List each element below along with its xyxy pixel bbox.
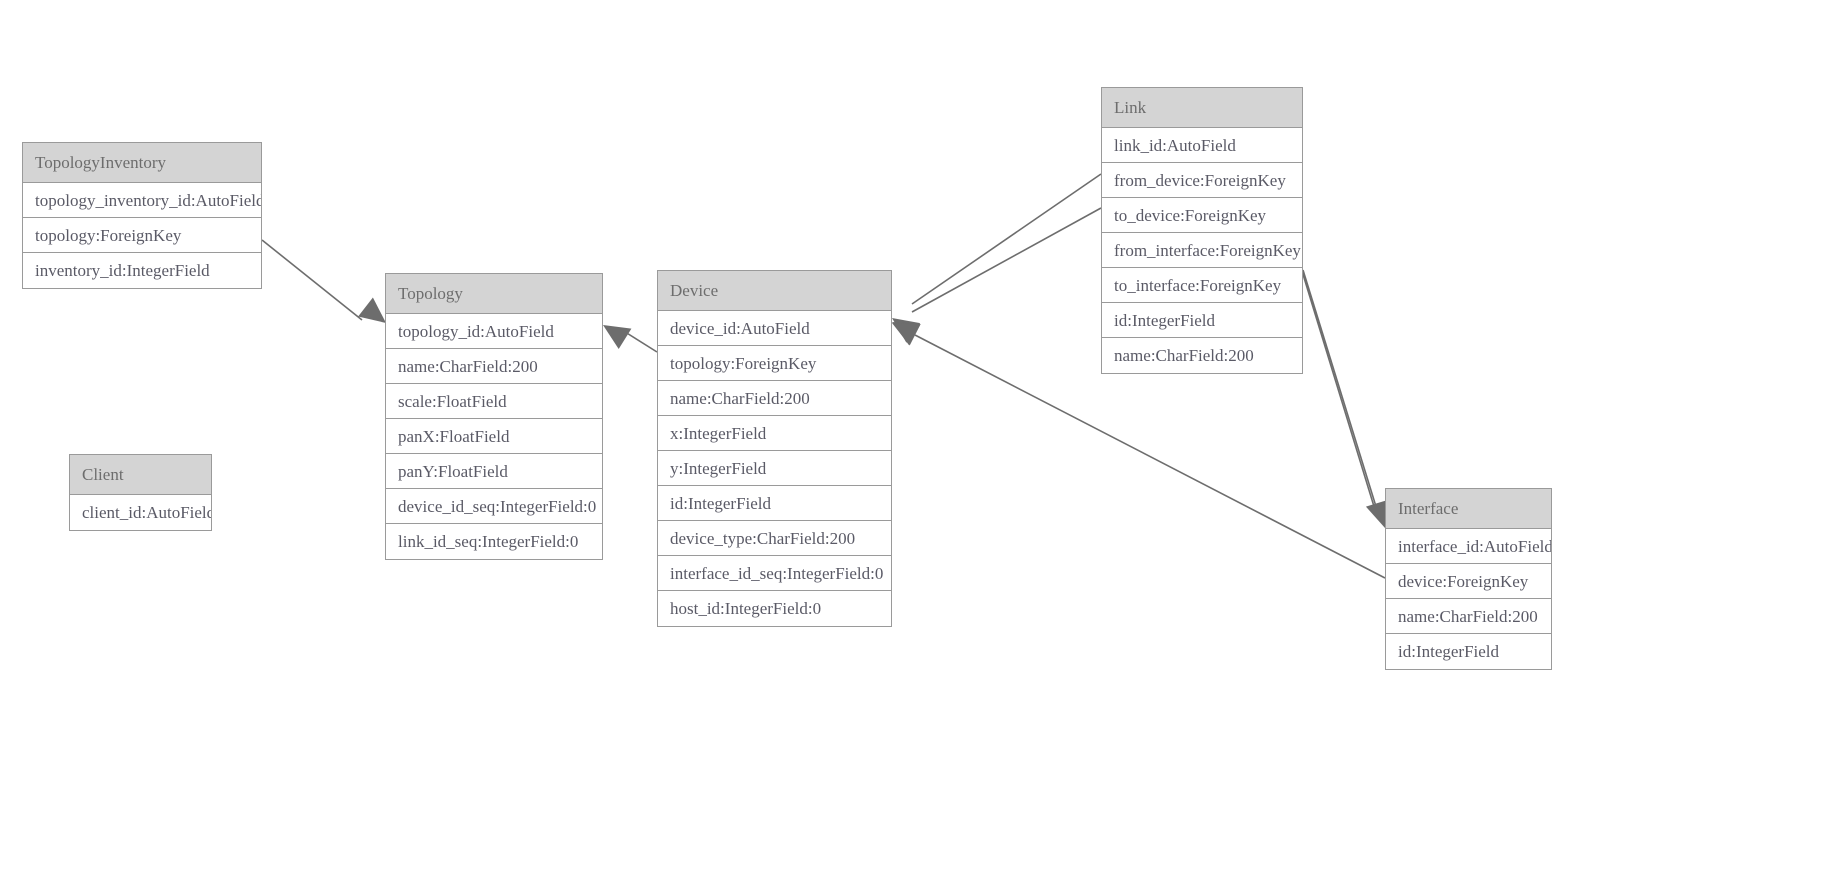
relationship-edge-link-to-interface: [1302, 269, 1379, 514]
entity-field[interactable]: client_id:AutoField: [82, 503, 211, 522]
entity-field[interactable]: device:ForeignKey: [1386, 564, 1551, 599]
entity-field[interactable]: name:CharField:200: [1386, 599, 1551, 634]
entity-field[interactable]: from_device:ForeignKey: [1102, 163, 1302, 198]
entity-field[interactable]: interface_id_seq:IntegerField:0: [658, 556, 891, 591]
entity-field[interactable]: scale:FloatField: [386, 384, 602, 419]
entity-field[interactable]: link_id:AutoField: [1102, 128, 1302, 163]
entity-field[interactable]: interface_id:AutoField: [1386, 529, 1551, 564]
entity-field[interactable]: x:IntegerField: [658, 416, 891, 451]
entity-field[interactable]: name:CharField:200: [658, 381, 891, 416]
entity-field[interactable]: id:IntegerField: [1398, 642, 1500, 661]
entity-field[interactable]: to_interface:ForeignKey: [1102, 268, 1302, 303]
entity-header-topology: Topology: [386, 274, 602, 314]
entity-field[interactable]: device_type:CharField:200: [658, 521, 891, 556]
entity-header-link: Link: [1102, 88, 1302, 128]
entity-header-topologyinventory: TopologyInventory: [23, 143, 261, 183]
entity-field[interactable]: from_interface:ForeignKey: [1102, 233, 1302, 268]
entity-field[interactable]: host_id:IntegerField:0: [670, 599, 822, 618]
entity-field[interactable]: id:IntegerField: [658, 486, 891, 521]
entity-header-interface: Interface: [1386, 489, 1551, 529]
entity-field[interactable]: topology_inventory_id:AutoField: [23, 183, 261, 218]
relationship-edge-link-to-device: [911, 207, 1102, 313]
entity-client[interactable]: Client client_id:AutoField: [69, 454, 212, 531]
relationship-edge-link-from-interface: [1297, 257, 1377, 514]
entity-field[interactable]: topology:ForeignKey: [23, 218, 261, 253]
entity-field[interactable]: topology:ForeignKey: [658, 346, 891, 381]
entity-field[interactable]: topology_id:AutoField: [386, 314, 602, 349]
relationship-edge-topologyinventory-topology: [261, 239, 363, 321]
entity-field[interactable]: link_id_seq:IntegerField:0: [398, 532, 579, 551]
entity-header-client: Client: [70, 455, 211, 495]
entity-field[interactable]: y:IntegerField: [658, 451, 891, 486]
entity-field[interactable]: device_id:AutoField: [658, 311, 891, 346]
relationship-edge-device-topology: [621, 329, 658, 353]
entity-field[interactable]: to_device:ForeignKey: [1102, 198, 1302, 233]
entity-field[interactable]: device_id_seq:IntegerField:0: [386, 489, 602, 524]
entity-field[interactable]: panX:FloatField: [386, 419, 602, 454]
entity-field[interactable]: panY:FloatField: [386, 454, 602, 489]
relationship-edge-link-from-device: [911, 173, 1102, 305]
entity-header-device: Device: [658, 271, 891, 311]
entity-field[interactable]: inventory_id:IntegerField: [35, 261, 210, 280]
entity-field[interactable]: name:CharField:200: [386, 349, 602, 384]
entity-field[interactable]: name:CharField:200: [1114, 346, 1254, 365]
entity-field[interactable]: id:IntegerField: [1102, 303, 1302, 338]
